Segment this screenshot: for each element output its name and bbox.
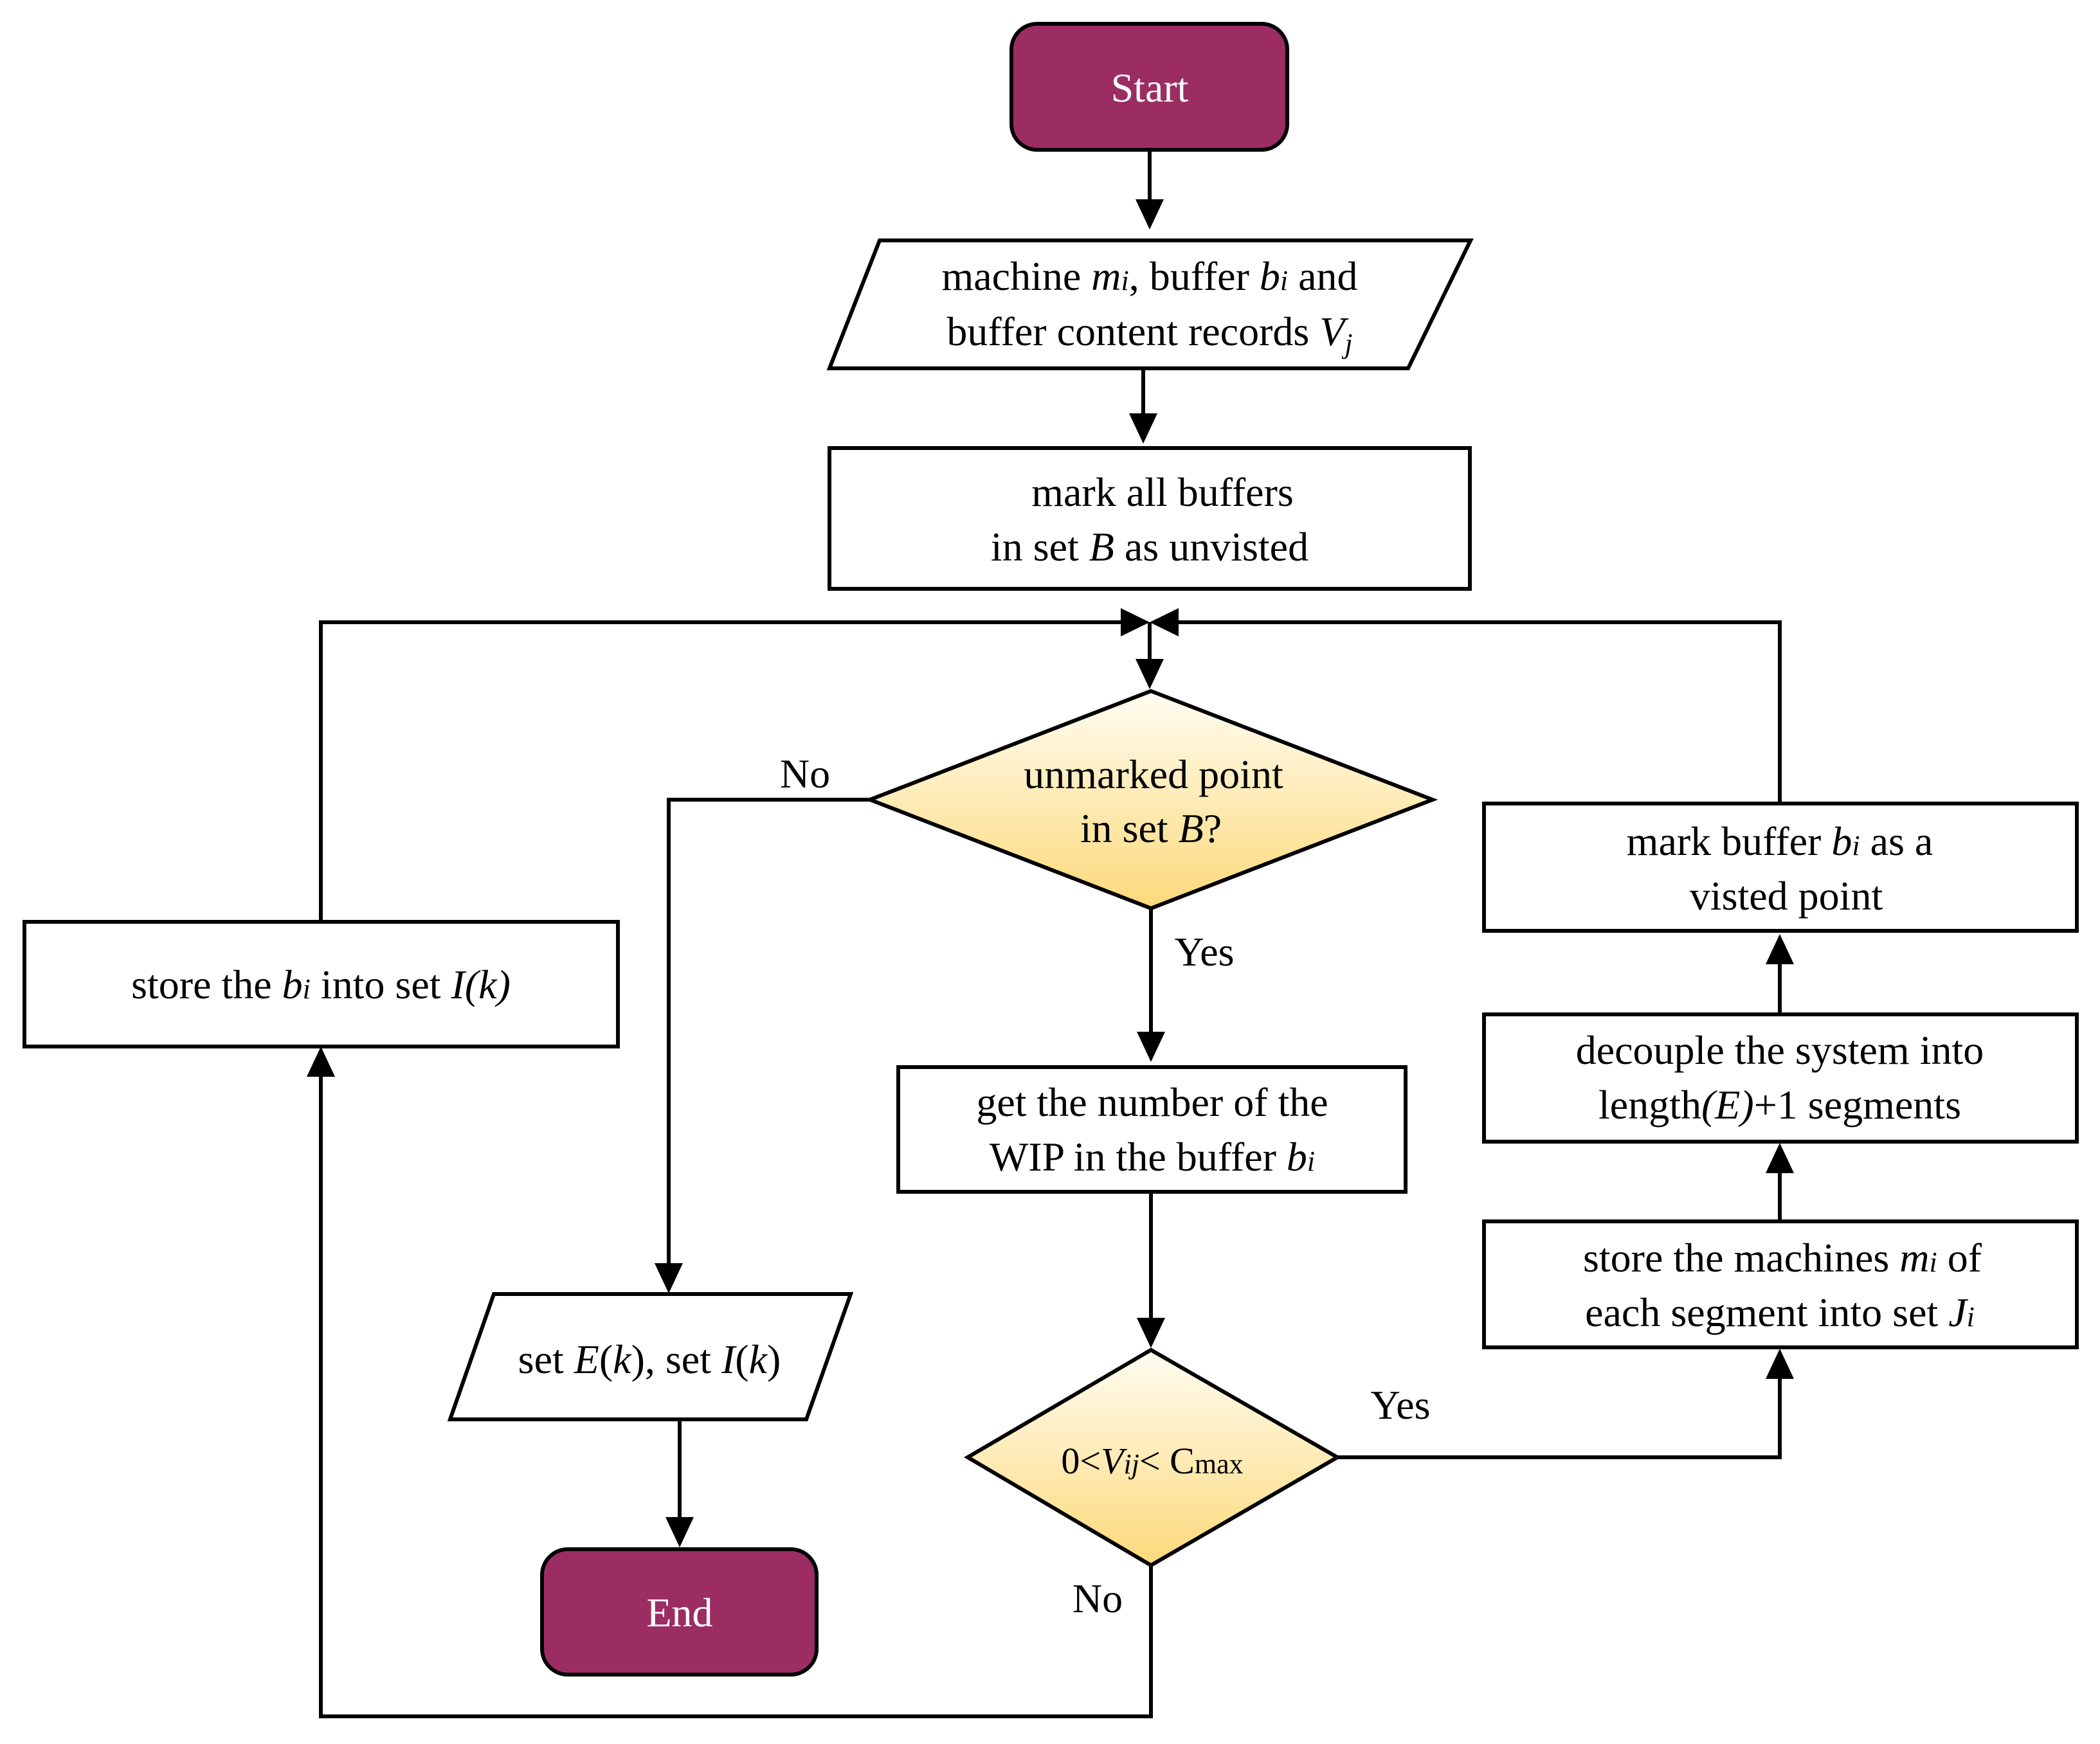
- edge-label-cap-no: No: [1073, 1576, 1123, 1621]
- arrowhead-icon: [307, 1047, 335, 1077]
- arrowhead-icon: [1136, 659, 1164, 689]
- arrowhead-icon: [1137, 1032, 1165, 1062]
- get-wip-node: get the number of the WIP in the buffer …: [896, 1065, 1408, 1194]
- store-bi-label: store the bi into set I(k): [131, 962, 511, 1007]
- decision-unmarked-point: unmarked point in set B?: [864, 688, 1438, 911]
- edge-label-unmarked-no: No: [780, 751, 830, 796]
- arrowhead-icon: [1121, 608, 1150, 636]
- decision-unmarked-line-1: unmarked point: [1024, 751, 1283, 797]
- arrowhead-icon: [1766, 1349, 1794, 1379]
- start-terminal: Start: [1009, 22, 1289, 152]
- loop-left-return: [319, 620, 1124, 921]
- arrowhead-icon: [1150, 608, 1179, 636]
- mark-visited-line-1: mark buffer bi as a: [1627, 818, 1933, 864]
- mark-visited-node: mark buffer bi as a visted point: [1482, 802, 2079, 933]
- output-data-node: set E(k), set I(k): [447, 1292, 854, 1421]
- mark-all-line-1: mark all buffers: [1031, 469, 1294, 515]
- arrowhead-icon: [1766, 1143, 1794, 1173]
- input-data-node: machine mi, buffer bi and buffer content…: [826, 238, 1474, 370]
- mark-all-buffers-node: mark all buffers in set B as unvisted: [828, 446, 1472, 591]
- get-wip-line-2: WIP in the buffer bi: [990, 1134, 1315, 1180]
- mark-visited-line-2: visted point: [1690, 873, 1883, 919]
- end-terminal: End: [540, 1547, 819, 1677]
- arrowhead-icon: [655, 1263, 683, 1293]
- decouple-node: decouple the system into length(E)+1 seg…: [1482, 1012, 2079, 1144]
- arrowhead-icon: [1129, 413, 1157, 444]
- arrow-cap-no-to-storebi: [319, 1074, 1153, 1718]
- store-machines-line-1: store the machines mi of: [1583, 1235, 1982, 1281]
- input-line-1: machine mi, buffer bi and: [941, 253, 1357, 299]
- arrowhead-icon: [1136, 199, 1164, 229]
- decouple-line-2: length(E)+1 segments: [1598, 1082, 1961, 1128]
- edge-label-unmarked-yes: Yes: [1174, 929, 1234, 975]
- output-label: set E(k), set I(k): [518, 1336, 781, 1382]
- decision-unmarked-line-2: in set B?: [1080, 805, 1222, 851]
- arrowhead-icon: [1766, 934, 1794, 964]
- store-machines-node: store the machines mi of each segment in…: [1482, 1219, 2079, 1349]
- edge-label-cap-yes: Yes: [1370, 1382, 1430, 1428]
- decision-capacity-label: 0<Vij< Cmax: [1061, 1440, 1243, 1482]
- store-bi-node: store the bi into set I(k): [23, 920, 620, 1048]
- input-line-2: buffer content records Vj: [946, 309, 1352, 359]
- connectors: [307, 151, 1794, 1718]
- get-wip-line-1: get the number of the: [976, 1079, 1328, 1125]
- arrow-no-to-output: [667, 798, 870, 1266]
- loop-right-return: [1175, 620, 1782, 802]
- store-machines-line-2: each segment into set Ji: [1585, 1290, 1975, 1335]
- end-label: End: [646, 1590, 712, 1635]
- decision-capacity: 0<Vij< Cmax: [964, 1347, 1341, 1568]
- arrowhead-icon: [1137, 1318, 1165, 1348]
- arrow-cap-yes-to-storemachines: [1337, 1376, 1782, 1459]
- decouple-line-1: decouple the system into: [1576, 1027, 1984, 1073]
- mark-all-line-2: in set B as unvisted: [991, 524, 1308, 570]
- start-label: Start: [1111, 65, 1189, 111]
- arrowhead-icon: [665, 1517, 694, 1547]
